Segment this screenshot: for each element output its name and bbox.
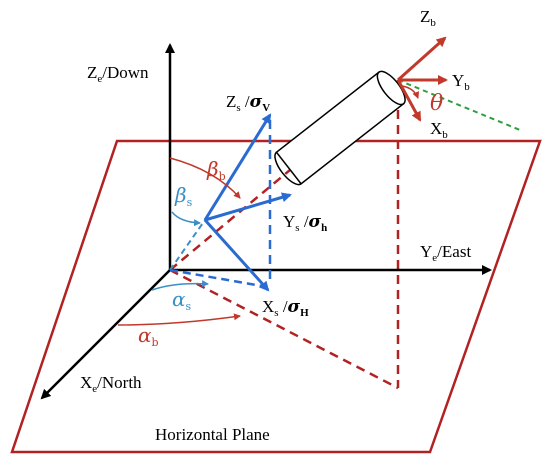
borehole-probe — [274, 70, 406, 186]
beta-b-label: βb — [206, 157, 226, 183]
sensor-y-axis — [204, 192, 292, 222]
horizontal-plane — [10, 139, 542, 454]
sensor-z-axis — [203, 113, 272, 221]
beta-b-arc — [169, 157, 241, 199]
alpha-s-label: αs — [172, 287, 192, 313]
theta-label: θ — [430, 91, 443, 116]
body-x-label: Xb — [430, 119, 448, 141]
earth-y-label: Ye/East — [420, 242, 471, 264]
sensor-x-axis — [203, 218, 270, 292]
horizontal-plane-label: Horizontal Plane — [155, 425, 270, 444]
sensor-x-label: Xs /σH — [262, 297, 309, 319]
beta-s-arc — [171, 211, 201, 227]
body-y-label: Yb — [452, 71, 470, 93]
body-z-label: Zb — [420, 7, 436, 29]
sensor-z-label: Zs /σV — [226, 92, 270, 114]
sensor-y-label: Ys /σh — [283, 212, 327, 234]
body-z-axis — [397, 36, 447, 82]
alpha-b-label: αb — [138, 323, 159, 349]
alpha-s-arc — [151, 280, 209, 291]
beta-s-label: βs — [174, 183, 193, 209]
sensor-origin-link — [169, 219, 206, 271]
body-x-axis — [396, 79, 422, 122]
earth-x-axis — [40, 269, 171, 400]
horizontal-reference-line — [397, 79, 521, 131]
earth-x-label: Xe/North — [80, 373, 142, 395]
sensor-x-projection — [169, 268, 263, 288]
alpha-b-arc — [117, 313, 241, 326]
earth-z-label: Ze/Down — [87, 63, 149, 85]
theta-arc — [401, 85, 420, 99]
